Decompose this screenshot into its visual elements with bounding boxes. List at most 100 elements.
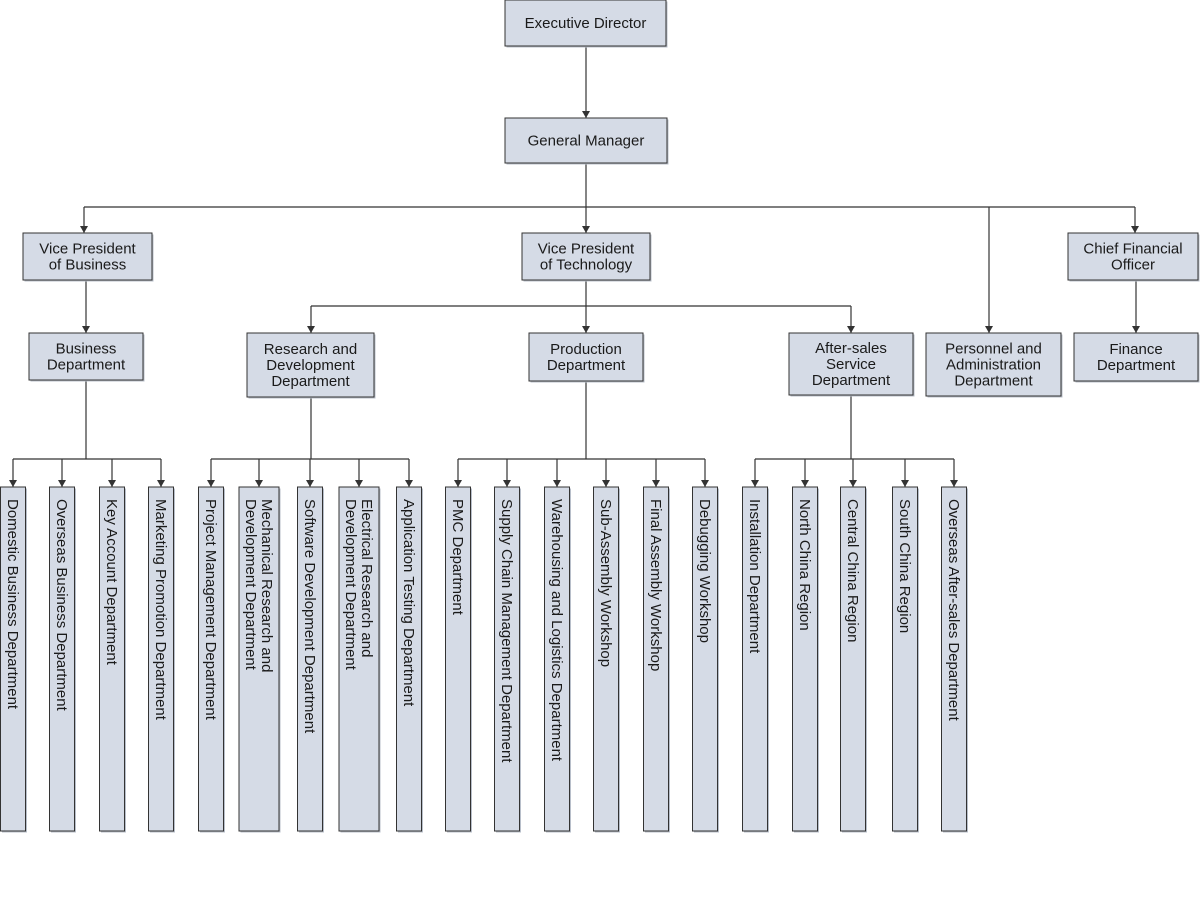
finance-department-rect xyxy=(1073,332,1199,382)
supply-chain-label: Supply Chain Management Department xyxy=(498,499,515,763)
executive-director-label: Executive Director xyxy=(525,15,647,32)
key-account-box: Key Account Department xyxy=(99,486,126,833)
after-sales-department-label: Department xyxy=(812,372,891,389)
connector-debugging-arrowhead xyxy=(701,480,709,487)
software-development-label: Software Development Department xyxy=(301,499,318,734)
vp-technology-rect xyxy=(521,232,651,281)
connector-electrical-rd-arrowhead xyxy=(355,480,363,487)
sub-assembly-label: Sub-Assembly Workshop xyxy=(597,499,614,667)
finance-department-label: Finance xyxy=(1109,341,1162,358)
mechanical-rd-rect xyxy=(238,486,280,832)
overseas-after-sales-label: Overseas After-sales Department xyxy=(945,499,962,722)
installation-label: Installation Department xyxy=(746,499,763,654)
business-department-rect xyxy=(28,332,144,381)
personnel-admin-label: Personnel and xyxy=(945,341,1042,358)
mechanical-rd-label: Development Department xyxy=(242,499,259,671)
connector-lines xyxy=(9,46,1140,487)
overseas-business-rect xyxy=(49,486,75,832)
connector-north-china-arrowhead xyxy=(801,480,809,487)
after-sales-department-label: After-sales xyxy=(815,340,887,357)
general-manager-label: General Manager xyxy=(528,133,645,150)
warehousing-logistics-rect xyxy=(544,486,570,832)
cfo-label: Chief Financial xyxy=(1083,241,1182,258)
electrical-rd-label: Electrical Research and xyxy=(358,499,375,657)
connector-vp-technology-arrowhead xyxy=(582,226,590,233)
cfo-rect xyxy=(1067,232,1199,281)
software-development-rect xyxy=(297,486,323,832)
marketing-promotion-rect xyxy=(148,486,174,832)
central-china-box: Central China Region xyxy=(840,486,867,833)
overseas-after-sales-box: Overseas After-sales Department xyxy=(941,486,968,833)
connector-south-china-arrowhead xyxy=(901,480,909,487)
vp-business-rect xyxy=(22,232,153,281)
vp-business-label: of Business xyxy=(49,257,127,274)
project-management-rect xyxy=(198,486,224,832)
south-china-label: South China Region xyxy=(896,499,913,633)
production-department-rect xyxy=(528,332,644,382)
cfo-label: Officer xyxy=(1111,257,1155,274)
personnel-admin-rect xyxy=(925,332,1062,397)
connector-key-account-arrowhead xyxy=(108,480,116,487)
vp-technology-label: of Technology xyxy=(540,257,633,274)
debugging-label: Debugging Workshop xyxy=(696,499,713,643)
supply-chain-rect xyxy=(494,486,520,832)
vp-business-label: Vice President xyxy=(39,241,136,258)
connector-final-assembly-arrowhead xyxy=(652,480,660,487)
rd-department-label: Research and xyxy=(264,341,357,358)
project-management-label: Project Management Department xyxy=(202,499,219,721)
key-account-rect xyxy=(99,486,125,832)
electrical-rd-rect xyxy=(338,486,380,832)
personnel-admin-label: Administration xyxy=(946,357,1041,374)
south-china-box: South China Region xyxy=(892,486,919,833)
connector-central-china-arrowhead xyxy=(849,480,857,487)
final-assembly-label: Final Assembly Workshop xyxy=(647,499,664,671)
warehousing-logistics-box: Warehousing and Logistics Department xyxy=(544,486,571,833)
connector-application-testing-arrowhead xyxy=(405,480,413,487)
installation-box: Installation Department xyxy=(742,486,769,833)
final-assembly-rect xyxy=(643,486,669,832)
central-china-rect xyxy=(840,486,866,832)
central-china-label: Central China Region xyxy=(844,499,861,642)
connector-installation-arrowhead xyxy=(751,480,759,487)
sub-assembly-rect xyxy=(593,486,619,832)
connector-sub-assembly-arrowhead xyxy=(602,480,610,487)
connector-software-development-arrowhead xyxy=(306,480,314,487)
domestic-business-label: Domestic Business Department xyxy=(4,499,21,710)
connector-business-dept-arrowhead xyxy=(82,326,90,333)
connector-domestic-business-arrowhead xyxy=(9,480,17,487)
connector-cfo-arrowhead xyxy=(1131,226,1139,233)
production-department-label: Production xyxy=(550,341,622,358)
software-development-box: Software Development Department xyxy=(297,486,324,833)
project-management-box: Project Management Department xyxy=(198,486,225,833)
connector-overseas-after-sales-arrowhead xyxy=(950,480,958,487)
sub-assembly-box: Sub-Assembly Workshop xyxy=(593,486,620,833)
connector-personnel-admin-arrowhead xyxy=(985,326,993,333)
warehousing-logistics-label: Warehousing and Logistics Department xyxy=(548,499,565,762)
connector-pmc-arrowhead xyxy=(454,480,462,487)
north-china-rect xyxy=(792,486,818,832)
final-assembly-box: Final Assembly Workshop xyxy=(643,486,670,833)
vp-technology-label: Vice President xyxy=(538,241,635,258)
pmc-label: PMC Department xyxy=(449,499,466,616)
after-sales-department-label: Service xyxy=(826,356,876,373)
rd-department-rect xyxy=(246,332,375,398)
general-manager-box: General Manager xyxy=(504,117,669,165)
mechanical-rd-label: Mechanical Research and xyxy=(258,499,275,672)
connector-finance-dept-arrowhead xyxy=(1132,326,1140,333)
connector-mechanical-rd-arrowhead xyxy=(255,480,263,487)
overseas-after-sales-rect xyxy=(941,486,967,832)
application-testing-rect xyxy=(396,486,422,832)
connector-warehousing-logistics-arrowhead xyxy=(553,480,561,487)
installation-rect xyxy=(742,486,768,832)
